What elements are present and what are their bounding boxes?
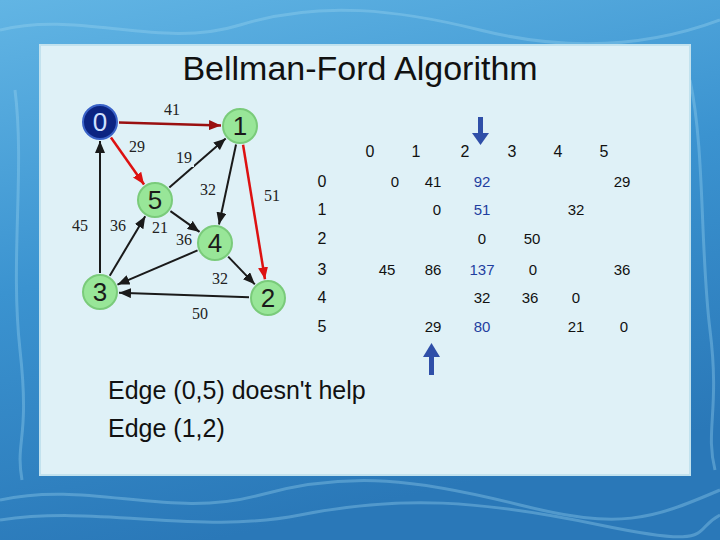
directed-edge <box>119 293 249 298</box>
table-cell: 36 <box>614 261 631 279</box>
note-text: Edge (1,2) <box>108 413 225 443</box>
graph-vertex: 3 <box>82 274 118 310</box>
column-pointer-down <box>472 117 489 145</box>
vertex-label: 2 <box>261 285 275 311</box>
edge-weight: 36 <box>174 231 194 249</box>
column-header: 3 <box>508 142 517 161</box>
graph-vertex: 1 <box>222 108 258 144</box>
vertex-label: 3 <box>93 279 107 305</box>
directed-edge <box>243 145 265 279</box>
table-cell: 32 <box>568 201 585 219</box>
graph-vertex: 5 <box>137 182 173 218</box>
content-panel <box>40 45 690 475</box>
note-text: Edge (0,5) doesn't help <box>108 375 366 405</box>
edge-weight: 32 <box>198 181 218 199</box>
table-cell: 29 <box>425 318 442 336</box>
edge-weight: 32 <box>210 270 230 288</box>
column-header: 1 <box>412 142 421 161</box>
row-header: 2 <box>318 229 327 248</box>
vertex-label: 0 <box>93 109 107 135</box>
graph-vertex: 0 <box>82 104 118 140</box>
table-cell: 0 <box>620 318 628 336</box>
table-cell: 0 <box>572 289 580 307</box>
column-pointer-up <box>423 343 440 375</box>
edge-weight: 45 <box>70 217 90 235</box>
table-cell: 21 <box>568 318 585 336</box>
edge-weight: 51 <box>262 187 282 205</box>
edge-weight: 50 <box>190 305 210 323</box>
water-ripples <box>0 10 720 537</box>
column-header: 2 <box>461 142 470 161</box>
row-header: 3 <box>318 260 327 279</box>
table-cell: 0 <box>391 173 399 191</box>
directed-edge <box>119 123 221 126</box>
table-cell: 50 <box>524 230 541 248</box>
column-header: 0 <box>366 142 375 161</box>
ripple <box>690 80 715 470</box>
directed-edge <box>170 211 199 232</box>
arrow-shaft <box>478 117 483 135</box>
table-cell: 45 <box>379 261 396 279</box>
directed-edge <box>117 250 197 284</box>
arrow-head <box>472 133 489 145</box>
table-cell: 29 <box>614 173 631 191</box>
ripple <box>15 90 24 480</box>
row-header: 1 <box>318 200 327 219</box>
directed-edge <box>228 257 255 285</box>
arrow-shaft <box>429 355 434 375</box>
edge-weight: 19 <box>174 149 194 167</box>
ripple <box>0 503 720 537</box>
table-cell: 0 <box>478 230 486 248</box>
table-cell: 0 <box>529 261 537 279</box>
table-cell: 137 <box>469 261 494 279</box>
edge-weight: 41 <box>162 101 182 119</box>
edge-weight: 36 <box>108 217 128 235</box>
table-cell: 86 <box>425 261 442 279</box>
edge-weight: 29 <box>127 138 147 156</box>
table-cell: 41 <box>425 173 442 191</box>
directed-edge <box>219 145 236 225</box>
row-header: 4 <box>318 288 327 307</box>
row-header: 5 <box>318 317 327 336</box>
table-cell: 51 <box>474 201 491 219</box>
graph-vertex: 4 <box>197 225 233 261</box>
table-cell: 80 <box>474 318 491 336</box>
vertex-label: 5 <box>148 187 162 213</box>
table-cell: 92 <box>474 173 491 191</box>
arrow-head <box>423 343 440 357</box>
directed-edge <box>99 141 101 273</box>
column-header: 4 <box>554 142 563 161</box>
row-header: 0 <box>318 172 327 191</box>
table-cell: 0 <box>433 201 441 219</box>
vertex-label: 4 <box>208 230 222 256</box>
column-header: 5 <box>600 142 609 161</box>
table-cell: 32 <box>474 289 491 307</box>
table-cell: 36 <box>522 289 539 307</box>
ripple <box>0 10 720 44</box>
graph-vertex: 2 <box>250 280 286 316</box>
vertex-label: 1 <box>233 113 247 139</box>
slide-title: Bellman-Ford Algorithm <box>0 46 720 90</box>
edge-weight: 21 <box>150 219 170 237</box>
ripple <box>0 481 720 520</box>
